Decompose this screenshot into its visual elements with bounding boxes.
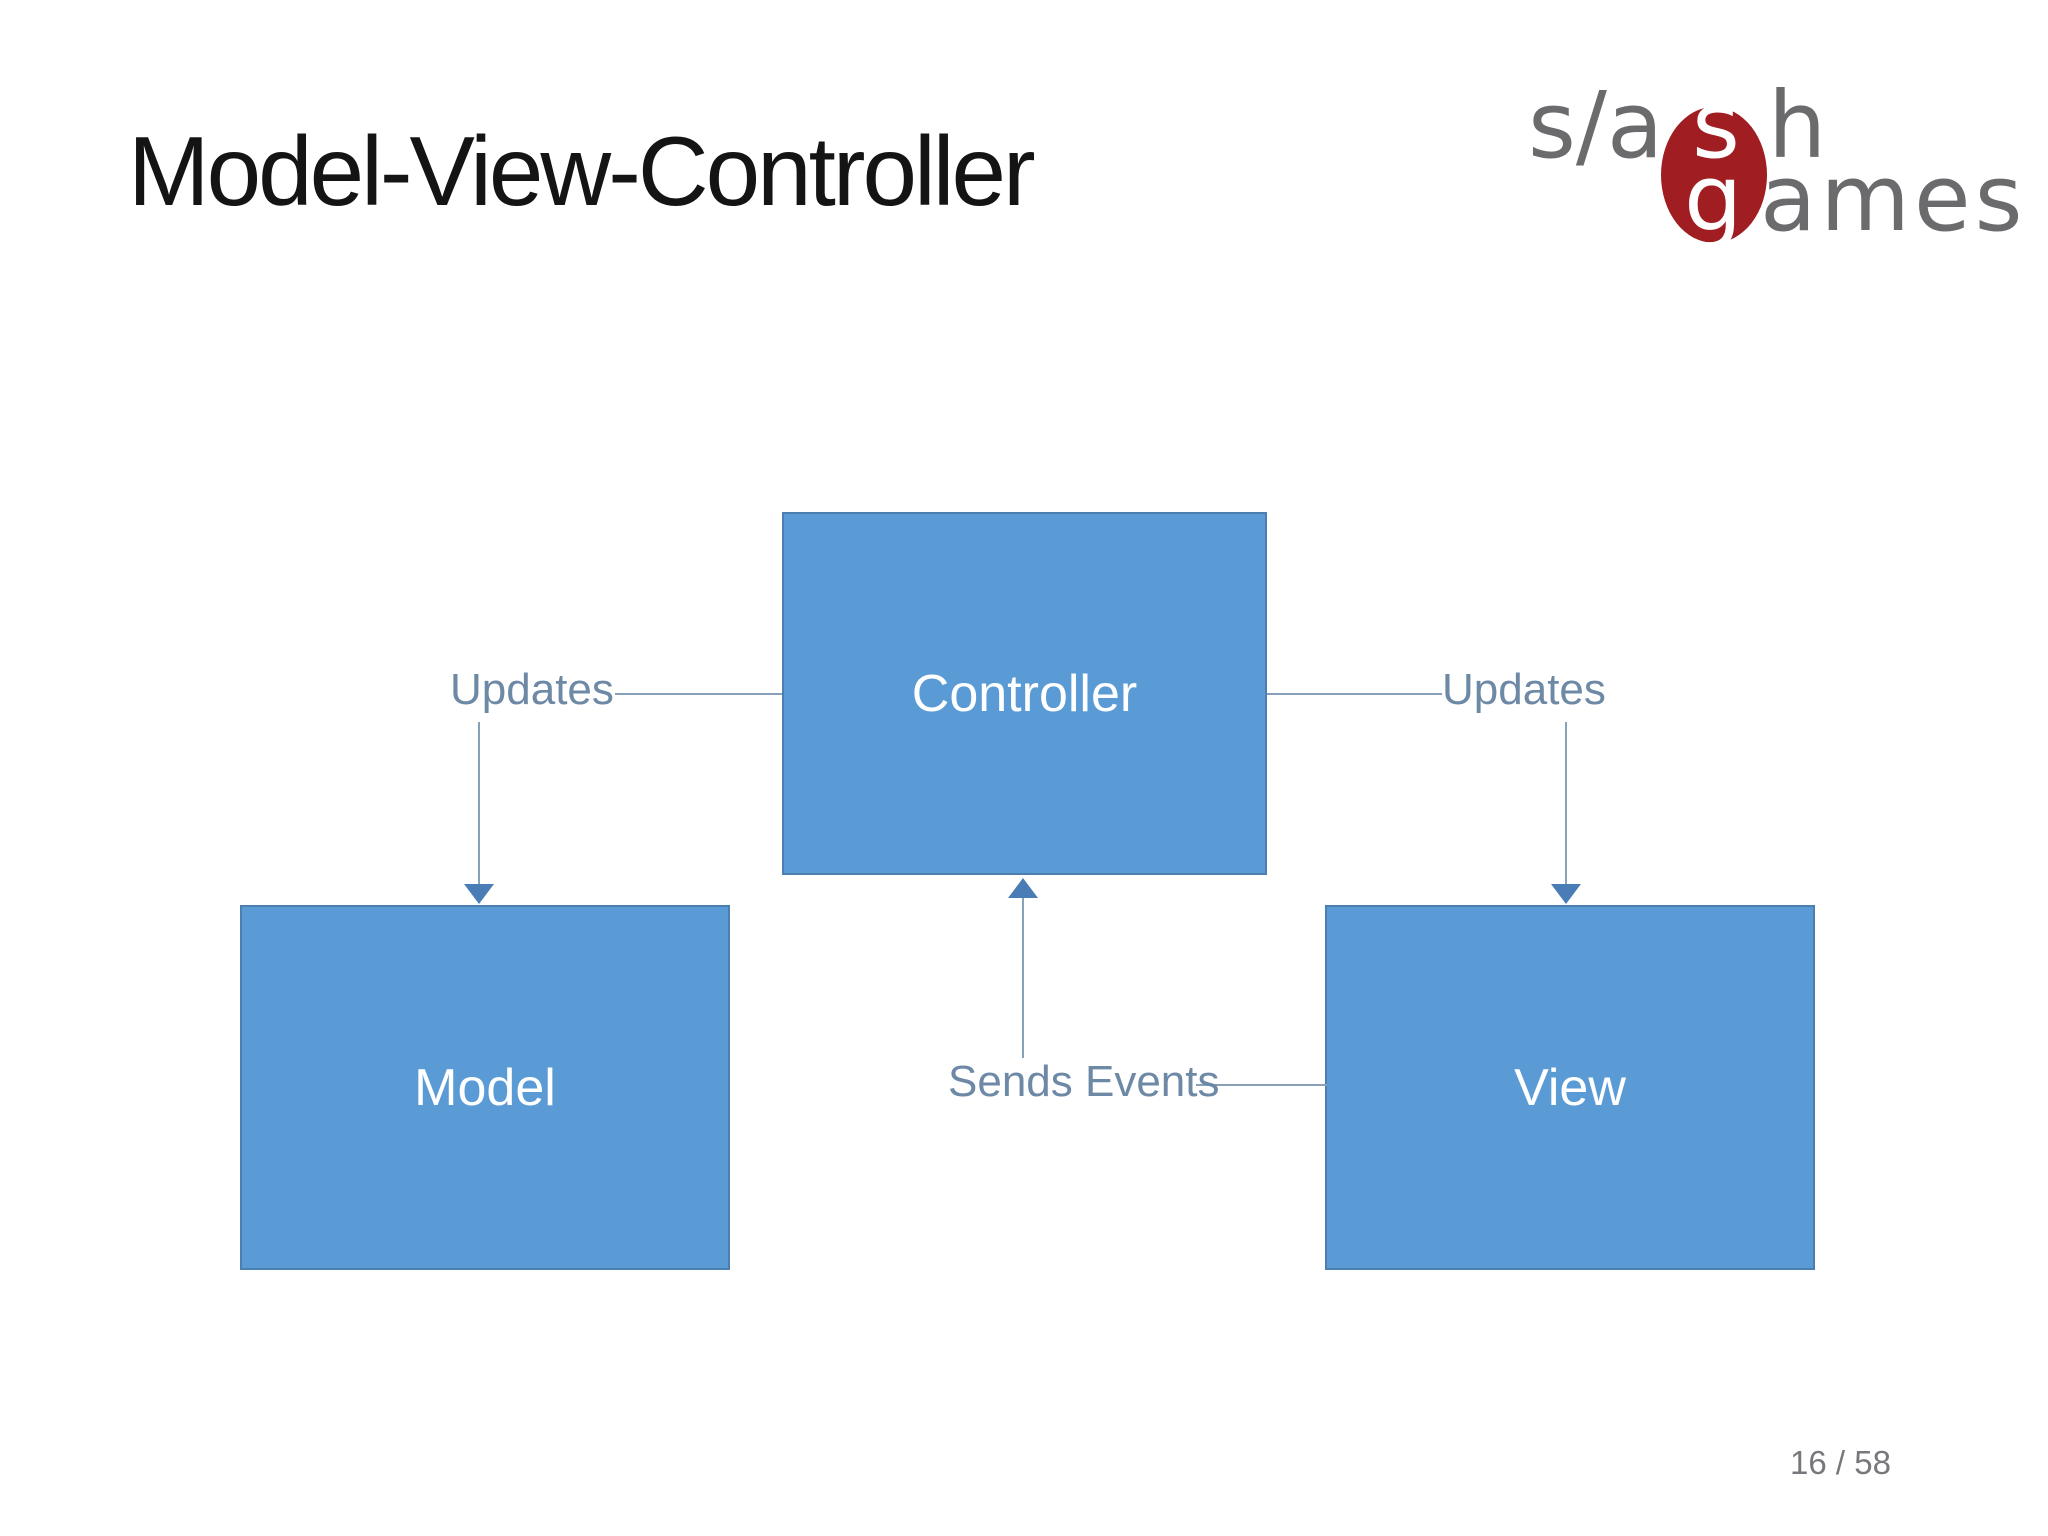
edge-label-sends-events: Sends Events xyxy=(948,1057,1220,1106)
page-indicator: 16 / 58 xyxy=(1790,1444,1891,1481)
node-view: View xyxy=(1325,905,1815,1270)
connector-controller-model-vertical xyxy=(478,722,480,885)
arrowhead-down-into-model-icon xyxy=(464,884,494,904)
connector-controller-model-horizontal xyxy=(615,693,782,695)
connector-view-controller-horizontal xyxy=(1196,1084,1327,1086)
connector-view-controller-vertical xyxy=(1022,898,1024,1058)
node-controller-label: Controller xyxy=(911,664,1138,723)
edge-label-updates-right: Updates xyxy=(1442,665,1606,714)
node-controller: Controller xyxy=(782,512,1267,875)
node-model-label: Model xyxy=(414,1058,556,1117)
arrowhead-down-into-view-icon xyxy=(1551,884,1581,904)
logo-text-h: h xyxy=(1768,72,1827,179)
node-view-label: View xyxy=(1514,1058,1626,1117)
node-model: Model xyxy=(240,905,730,1270)
slide-title: Model-View-Controller xyxy=(128,116,1036,226)
logo-red-ellipse-icon xyxy=(1661,107,1767,243)
connector-controller-view-horizontal xyxy=(1267,693,1442,695)
logo-text-ames: ames xyxy=(1760,145,2027,252)
connector-controller-view-vertical xyxy=(1565,722,1567,885)
logo-text-g-white: g xyxy=(1684,145,1743,252)
edge-label-updates-left: Updates xyxy=(450,665,614,714)
logo-text-s-white: s xyxy=(1692,72,1740,179)
logo-text-s-slash-a: s/a xyxy=(1528,72,1664,179)
arrowhead-up-into-controller-icon xyxy=(1008,878,1038,898)
